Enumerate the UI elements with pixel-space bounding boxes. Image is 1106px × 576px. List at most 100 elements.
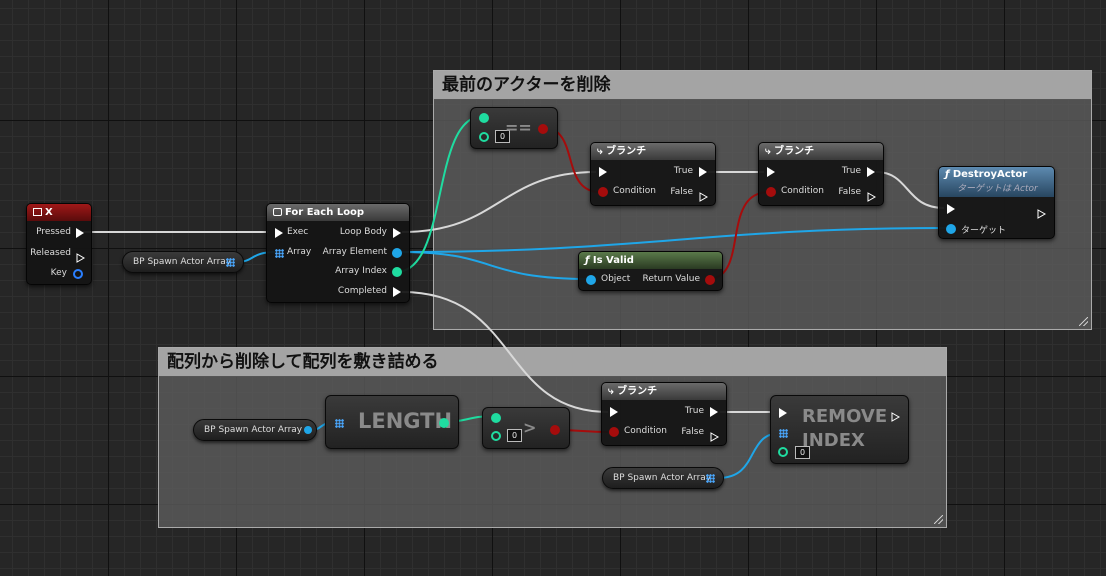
exec-in-pin[interactable] <box>610 407 618 417</box>
exec-out-pin-completed[interactable] <box>393 287 401 297</box>
pin-label-loop-body: Loop Body <box>339 227 387 237</box>
variable-label: BP Spawn Actor Array <box>204 425 303 435</box>
array-element-out-pin[interactable] <box>392 248 402 258</box>
pin-label-released: Released <box>30 248 71 258</box>
condition-in-pin[interactable] <box>766 187 776 197</box>
exec-out-pin[interactable] <box>1037 204 1047 219</box>
condition-in-pin[interactable] <box>598 187 608 197</box>
loop-icon <box>273 208 282 216</box>
equals-symbol: == <box>505 118 532 137</box>
exec-out-pin-true[interactable] <box>710 407 718 417</box>
length-label: LENGTH <box>358 409 453 433</box>
integer-out-pin[interactable] <box>439 418 449 428</box>
node-title: ブランチ <box>606 146 647 157</box>
node-header[interactable]: X <box>27 204 91 221</box>
comment-title[interactable]: 最前のアクターを削除 <box>434 71 1091 100</box>
pin-label-completed: Completed <box>337 286 387 296</box>
exec-in-pin[interactable] <box>947 204 955 214</box>
exec-out-pin-loop-body[interactable] <box>393 228 401 238</box>
return-value-out-pin[interactable] <box>705 275 715 285</box>
node-header[interactable]: ⤷ ブランチ <box>759 143 883 160</box>
index-input-box[interactable]: 0 <box>795 446 810 459</box>
resize-grip-icon[interactable] <box>1079 317 1088 326</box>
array-out-pin[interactable] <box>226 258 235 267</box>
variable-bp-spawn-actor-array-top[interactable]: BP Spawn Actor Array <box>122 251 244 273</box>
remove-label-line2: INDEX <box>802 430 865 451</box>
comment-title[interactable]: 配列から削除して配列を敷き詰める <box>159 348 946 377</box>
node-header[interactable]: ƒ DestroyActor ターゲットは Actor <box>939 167 1054 197</box>
branch-node-3[interactable]: ⤷ ブランチ Condition True False <box>601 382 727 446</box>
for-each-loop-node[interactable]: For Each Loop Exec Array Loop Body Array… <box>266 203 410 303</box>
array-in-pin[interactable] <box>335 419 344 428</box>
integer-in-pin-a[interactable] <box>491 413 501 423</box>
array-out-pin[interactable] <box>304 426 312 434</box>
destroy-actor-node[interactable]: ƒ DestroyActor ターゲットは Actor ターゲット <box>938 166 1055 239</box>
greater-than-node[interactable]: 0 > <box>482 407 570 449</box>
exec-out-pin-true[interactable] <box>699 167 707 177</box>
remove-index-node[interactable]: 0 REMOVE INDEX <box>770 395 909 464</box>
node-header[interactable]: ⤷ ブランチ <box>591 143 715 160</box>
node-title: For Each Loop <box>285 207 365 218</box>
variable-bp-spawn-actor-array-bottom-right[interactable]: BP Spawn Actor Array <box>602 467 724 489</box>
exec-out-pin-true[interactable] <box>867 167 875 177</box>
pin-label-condition: Condition <box>624 426 667 436</box>
array-in-pin[interactable] <box>779 429 788 438</box>
exec-in-pin[interactable] <box>599 167 607 177</box>
integer-in-pin[interactable] <box>778 447 788 457</box>
node-subtitle: ターゲットは Actor <box>957 184 1038 194</box>
exec-out-pin-released[interactable] <box>76 248 86 263</box>
node-title: Is Valid <box>592 255 634 266</box>
variable-label: BP Spawn Actor Array <box>133 257 232 267</box>
node-header[interactable]: ƒ Is Valid <box>579 252 722 269</box>
exec-out-pin-false[interactable] <box>867 187 877 202</box>
object-in-pin[interactable] <box>586 275 596 285</box>
length-node[interactable]: LENGTH <box>325 395 459 449</box>
wire-exec-completed-to-branch3 <box>401 291 609 413</box>
boolean-out-pin[interactable] <box>550 425 560 435</box>
node-title: ブランチ <box>774 146 815 157</box>
function-icon: ƒ <box>945 169 953 180</box>
branch-node-2[interactable]: ⤷ ブランチ Condition True False <box>758 142 884 206</box>
pin-label-true: True <box>684 406 704 416</box>
branch-node-1[interactable]: ⤷ ブランチ Condition True False <box>590 142 716 206</box>
branch-icon: ⤷ <box>765 146 775 157</box>
exec-out-pin-false[interactable] <box>710 427 720 442</box>
array-out-pin[interactable] <box>706 474 715 483</box>
pin-label-false: False <box>670 187 693 197</box>
wire-int-index-to-equals <box>395 115 484 273</box>
equals-node[interactable]: 0 == <box>470 107 558 149</box>
exec-in-pin[interactable] <box>275 228 283 238</box>
variable-label: BP Spawn Actor Array <box>613 473 712 483</box>
integer-input-box[interactable]: 0 <box>495 130 510 143</box>
target-in-pin[interactable] <box>946 224 956 234</box>
pin-label-false: False <box>681 427 704 437</box>
exec-out-pin-pressed[interactable] <box>76 228 84 238</box>
exec-out-pin[interactable] <box>891 407 901 422</box>
integer-in-pin-b[interactable] <box>479 132 489 142</box>
condition-in-pin[interactable] <box>609 427 619 437</box>
array-in-pin[interactable] <box>275 249 284 258</box>
remove-label-line1: REMOVE <box>802 406 888 427</box>
node-header[interactable]: For Each Loop <box>267 204 409 221</box>
branch-icon: ⤷ <box>608 386 618 397</box>
integer-in-pin-a[interactable] <box>479 113 489 123</box>
integer-input-box[interactable]: 0 <box>507 429 522 442</box>
node-header[interactable]: ⤷ ブランチ <box>602 383 726 400</box>
pin-label-true: True <box>673 166 693 176</box>
exec-in-pin[interactable] <box>767 167 775 177</box>
integer-in-pin-b[interactable] <box>491 431 501 441</box>
key-out-pin[interactable] <box>73 269 83 279</box>
exec-in-pin[interactable] <box>779 408 787 418</box>
exec-out-pin-false[interactable] <box>699 187 709 202</box>
is-valid-node[interactable]: ƒ Is Valid Object Return Value <box>578 251 723 291</box>
array-index-out-pin[interactable] <box>392 267 402 277</box>
wire-exec-loopbody-to-branch1 <box>401 171 597 233</box>
pin-label-key: Key <box>50 268 67 278</box>
input-key-x-node[interactable]: X Pressed Released Key <box>26 203 92 285</box>
resize-grip-icon[interactable] <box>934 515 943 524</box>
function-icon: ƒ <box>585 255 593 266</box>
greater-symbol: > <box>523 418 537 437</box>
pin-label-array: Array <box>287 247 312 257</box>
boolean-out-pin[interactable] <box>538 124 548 134</box>
variable-bp-spawn-actor-array-bottom-left[interactable]: BP Spawn Actor Array <box>193 419 317 441</box>
